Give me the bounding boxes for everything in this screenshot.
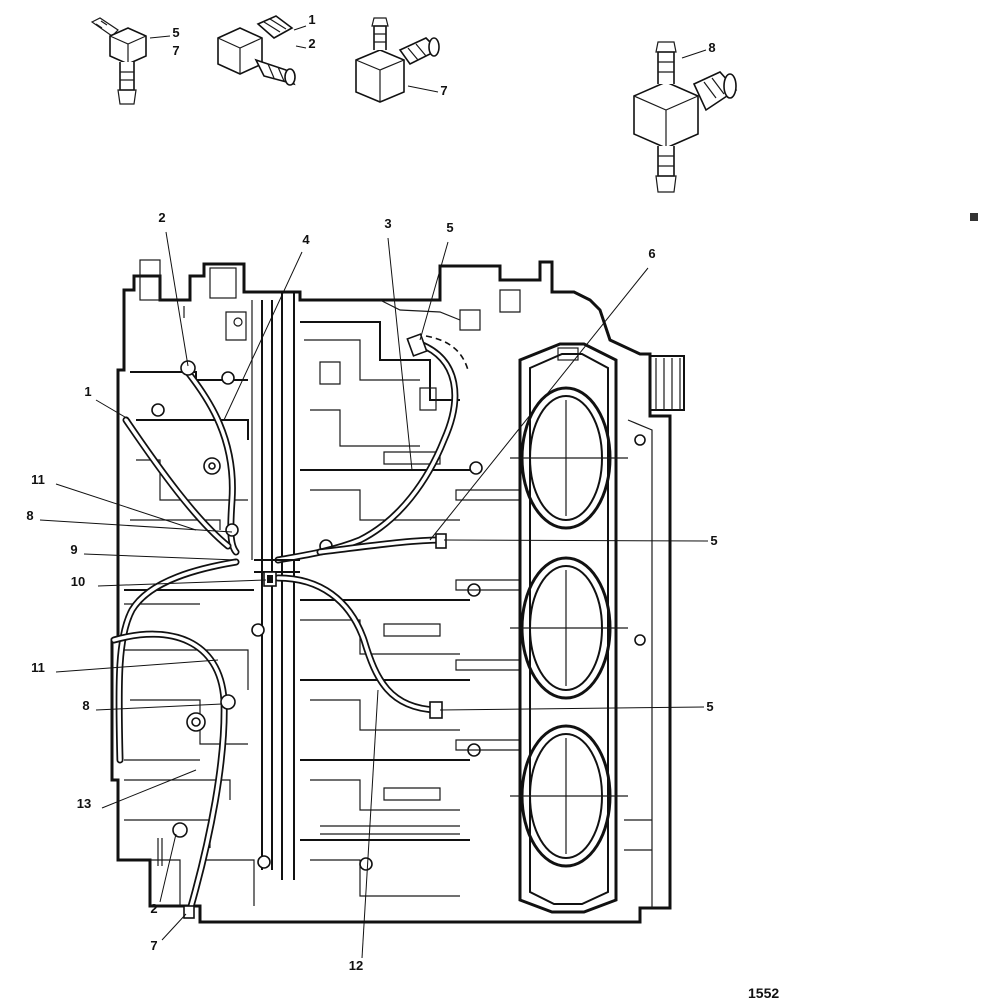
fitting-tee-medium (355, 17, 440, 103)
block-callout-7: 8 (26, 508, 33, 523)
fitting-callout-0: 5 (172, 25, 179, 40)
fitting-callout-1: 7 (172, 43, 179, 58)
block-callout-10: 5 (710, 533, 717, 548)
block-callout-5: 1 (84, 384, 91, 399)
fitting-callout-4: 7 (440, 83, 447, 98)
corner-marker (970, 213, 978, 221)
fitting-callout-2: 1 (308, 12, 315, 27)
block-callout-17: 12 (349, 958, 363, 973)
hoses (110, 306, 469, 919)
fitting-tee-large (633, 41, 738, 193)
block-callout-15: 2 (150, 901, 157, 916)
block-callout-6: 11 (31, 472, 45, 487)
block-callout-11: 11 (31, 660, 45, 675)
block-callout-13: 5 (706, 699, 713, 714)
fitting-callout-labels: 5 7 1 2 7 8 (172, 12, 715, 98)
leader-lines (39, 231, 709, 959)
cylinder-bores (510, 386, 628, 868)
block-callout-16: 7 (150, 938, 157, 953)
fitting-callout-5: 8 (708, 40, 715, 55)
fitting-elbow-medium (217, 15, 296, 86)
block-callout-1: 4 (302, 232, 310, 247)
engine-block (110, 259, 685, 924)
fitting-elbow-small (90, 17, 147, 105)
figure-number: 1552 (748, 985, 779, 1000)
block-callout-4: 6 (648, 246, 655, 261)
block-callout-14: 13 (77, 796, 91, 811)
block-callout-12: 8 (82, 698, 89, 713)
block-callout-9: 10 (71, 574, 85, 589)
fitting-callout-3: 2 (308, 36, 315, 51)
block-callout-3: 5 (446, 220, 453, 235)
block-callout-0: 2 (158, 210, 165, 225)
block-callout-2: 3 (384, 216, 391, 231)
block-callout-8: 9 (70, 542, 77, 557)
